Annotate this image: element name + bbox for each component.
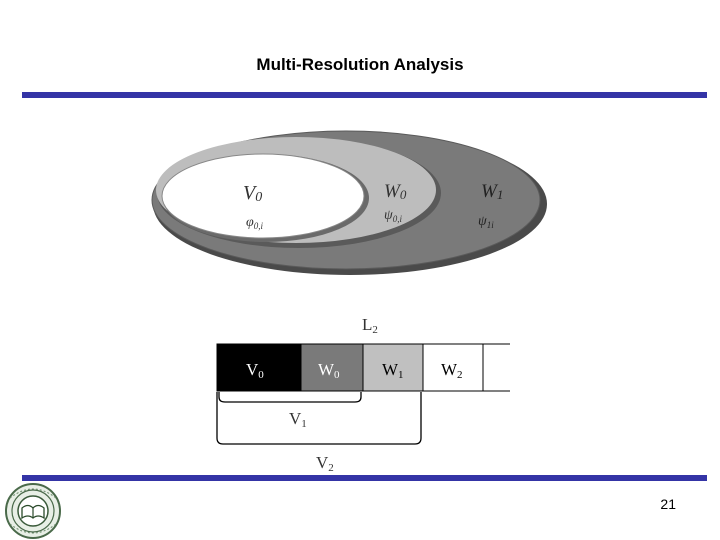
university-seal-logo — [5, 483, 61, 539]
brace-v1 — [218, 392, 362, 403]
title-divider — [22, 92, 707, 98]
footer-divider — [22, 475, 707, 481]
page-number: 21 — [660, 496, 676, 512]
brace-v2 — [216, 392, 422, 445]
cell-label-w0: W0 — [318, 360, 340, 381]
label-psi-1i: ψ1i — [478, 214, 494, 230]
label-v0: V0 — [243, 182, 262, 205]
slide-title: Multi-Resolution Analysis — [256, 55, 464, 74]
nested-subspace-ellipses — [151, 130, 547, 275]
label-psi-0i: ψ0,i — [384, 208, 402, 224]
cell-label-v0: V0 — [246, 360, 264, 381]
cell-w2 — [422, 343, 484, 392]
label-l2: L2 — [362, 315, 378, 336]
cell-label-w1: W1 — [382, 360, 404, 381]
label-w0: W0 — [384, 181, 407, 202]
cell-w0 — [300, 343, 364, 392]
brace-label-v2: V2 — [316, 453, 334, 474]
label-w1: W1 — [481, 181, 503, 202]
cell-v0 — [216, 343, 302, 392]
brace-label-v1: V1 — [289, 409, 307, 430]
cell-label-w2: W2 — [441, 360, 463, 381]
label-phi-0i: φ0,i — [246, 215, 264, 231]
ellipse-v0 — [161, 153, 365, 239]
decomposition-bar: V0 W0 W1 W2 — [216, 343, 510, 392]
